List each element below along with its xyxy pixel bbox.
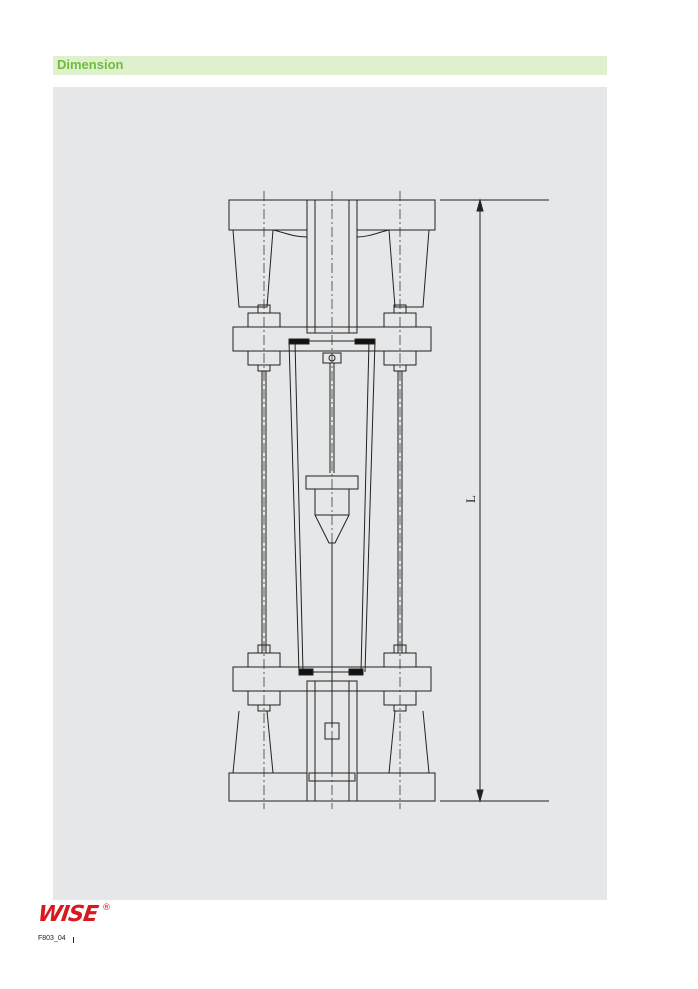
document-code: F803_04 xyxy=(38,935,66,942)
section-header: Dimension xyxy=(53,56,607,75)
footer-separator xyxy=(73,937,74,943)
registered-mark: ® xyxy=(102,903,111,913)
section-title: Dimension xyxy=(57,57,124,72)
logo-text: WISE xyxy=(36,902,100,927)
drawing-panel: L xyxy=(53,87,607,900)
flowmeter-dimension-drawing: L xyxy=(228,191,549,809)
wise-logo: WISE ® xyxy=(36,902,118,932)
dimension-label: L xyxy=(463,495,478,503)
top-flange xyxy=(228,199,436,334)
center-lines xyxy=(263,191,401,809)
tie-rods xyxy=(261,371,403,653)
dimension-l xyxy=(440,198,549,803)
metering-tube xyxy=(288,338,376,676)
